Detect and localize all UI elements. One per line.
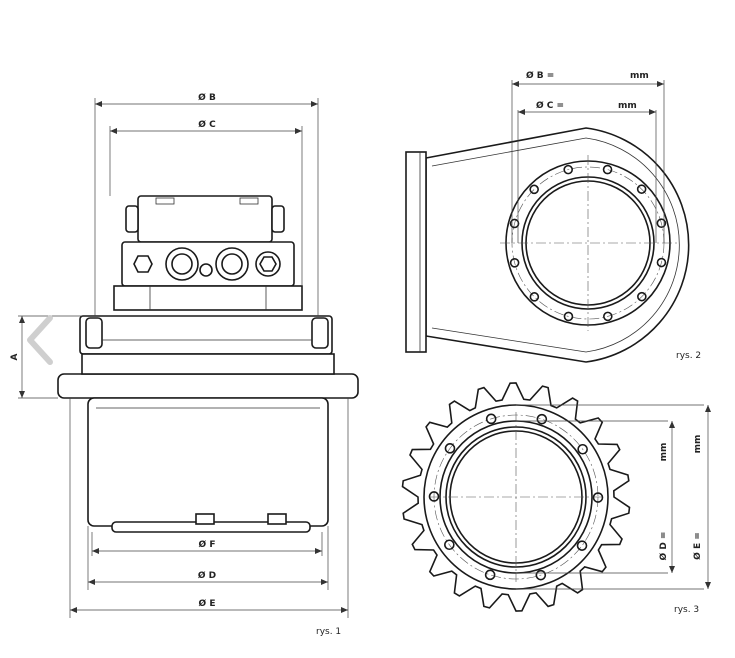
upper-flange — [79, 315, 333, 355]
right-plug — [271, 205, 285, 233]
fig3-dim-e-unit: mm — [693, 435, 703, 454]
bolt-hole — [576, 540, 588, 551]
figure-3-sprocket: Ø D = mm Ø E = mm rys. 3 — [401, 382, 711, 615]
main-flange — [57, 373, 359, 399]
top-cover — [137, 195, 273, 243]
figure-2-caption: rys. 2 — [676, 351, 701, 361]
figure-1-side-view: Ø B Ø C Ø F Ø D Ø E A rys. 1 — [10, 92, 359, 637]
port-round-1 — [165, 247, 199, 281]
bolt-hole — [529, 184, 539, 195]
bolt-hole — [602, 164, 613, 175]
bolt-holes-fig2 — [509, 164, 667, 322]
figure-2-hub-view: Ø B = mm Ø C = mm rys. 2 — [405, 70, 701, 363]
port-hex-right — [255, 251, 281, 277]
fig3-dim-e-label: Ø E = — [692, 532, 703, 560]
bolt-hole — [577, 443, 588, 455]
dim-c-label: Ø C — [198, 119, 216, 130]
lower-housing — [87, 397, 329, 527]
bolt-hole — [484, 569, 496, 581]
fig2-dim-c-label: Ø C = — [536, 100, 564, 111]
bolt-hole — [603, 311, 613, 322]
fig2-dim-c-unit: mm — [618, 101, 637, 111]
bolt-holes-fig3 — [428, 413, 604, 581]
fig3-dim-d-label: Ø D = — [658, 532, 669, 561]
bolt-hole — [656, 257, 667, 268]
bolt-hole — [444, 539, 455, 551]
chevron-left-icon[interactable] — [20, 312, 60, 368]
dim-e-label: Ø E — [199, 598, 216, 609]
left-plug — [125, 205, 139, 233]
motor-neck — [113, 285, 303, 311]
mounting-plate — [405, 151, 427, 353]
figure-1-caption: rys. 1 — [316, 627, 341, 637]
fig2-dim-b-label: Ø B = — [526, 70, 554, 81]
bolt-hole — [444, 443, 456, 454]
dim-d-label: Ø D — [198, 570, 216, 581]
port-round-2 — [215, 247, 249, 281]
fig3-dim-d-unit: mm — [659, 443, 669, 462]
bolt-hole — [536, 413, 548, 425]
bolt-hole — [535, 569, 547, 581]
bolt-hole — [509, 258, 520, 268]
figure-3-caption: rys. 3 — [674, 605, 699, 615]
fig2-dim-b-unit: mm — [630, 71, 649, 81]
bolt-hole — [592, 492, 604, 503]
bolt-hole — [509, 218, 520, 229]
bolt-hole — [563, 164, 573, 175]
bolt-hole — [563, 311, 574, 322]
port-hex-left — [133, 255, 153, 273]
bolt-hole — [529, 292, 540, 302]
dim-a-label: A — [10, 353, 20, 360]
bolt-hole — [428, 491, 440, 502]
bolt-hole — [636, 184, 647, 194]
dim-f-label: Ø F — [199, 539, 216, 550]
center-plug — [199, 263, 213, 277]
bolt-hole — [656, 218, 667, 228]
dim-b-label: Ø B — [198, 92, 216, 103]
bolt-hole — [485, 413, 497, 425]
bolt-hole — [637, 291, 647, 302]
